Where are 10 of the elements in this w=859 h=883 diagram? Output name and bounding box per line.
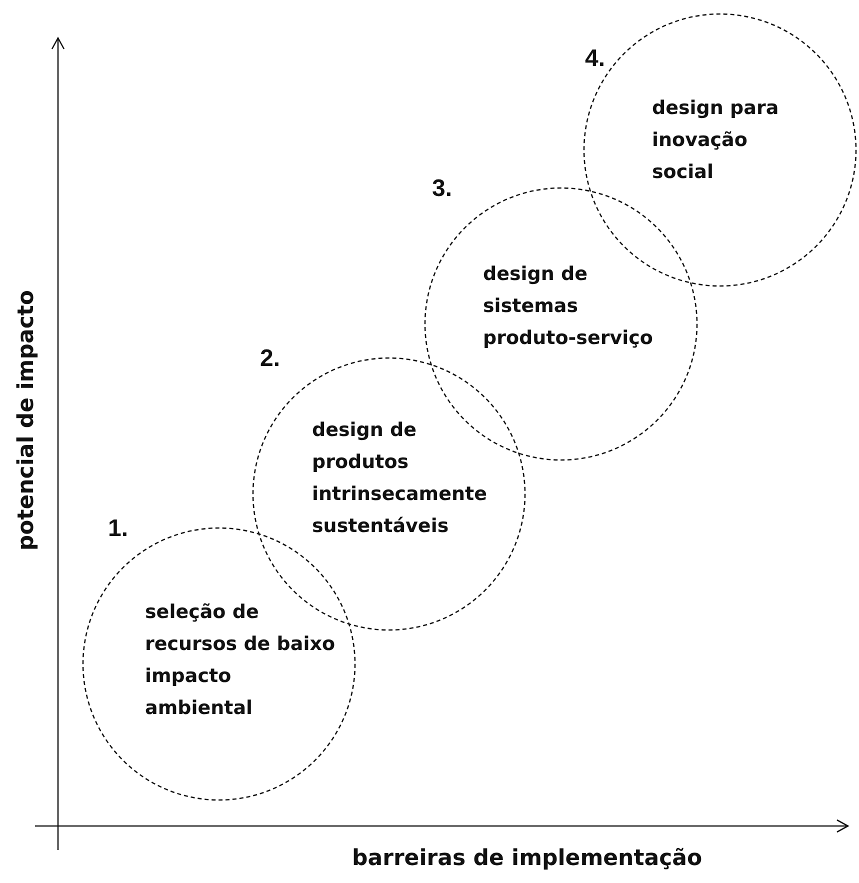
step-number: 2. <box>260 347 280 371</box>
circle-label: design de produtos intrinsecamente sustentáveis <box>312 418 488 539</box>
step-number: 4. <box>585 47 606 71</box>
circle-label: seleção de recursos de baixo impacto ambiental <box>145 600 336 721</box>
step-number: 1. <box>108 517 128 541</box>
step-number: 3. <box>432 177 452 201</box>
axis-title: barreiras de implementação <box>352 846 702 871</box>
axis-title: potencial de impacto <box>14 290 39 551</box>
circle-label: design de sistemas produto-serviço <box>483 262 654 351</box>
circle-label: design para inovação social <box>652 96 780 185</box>
